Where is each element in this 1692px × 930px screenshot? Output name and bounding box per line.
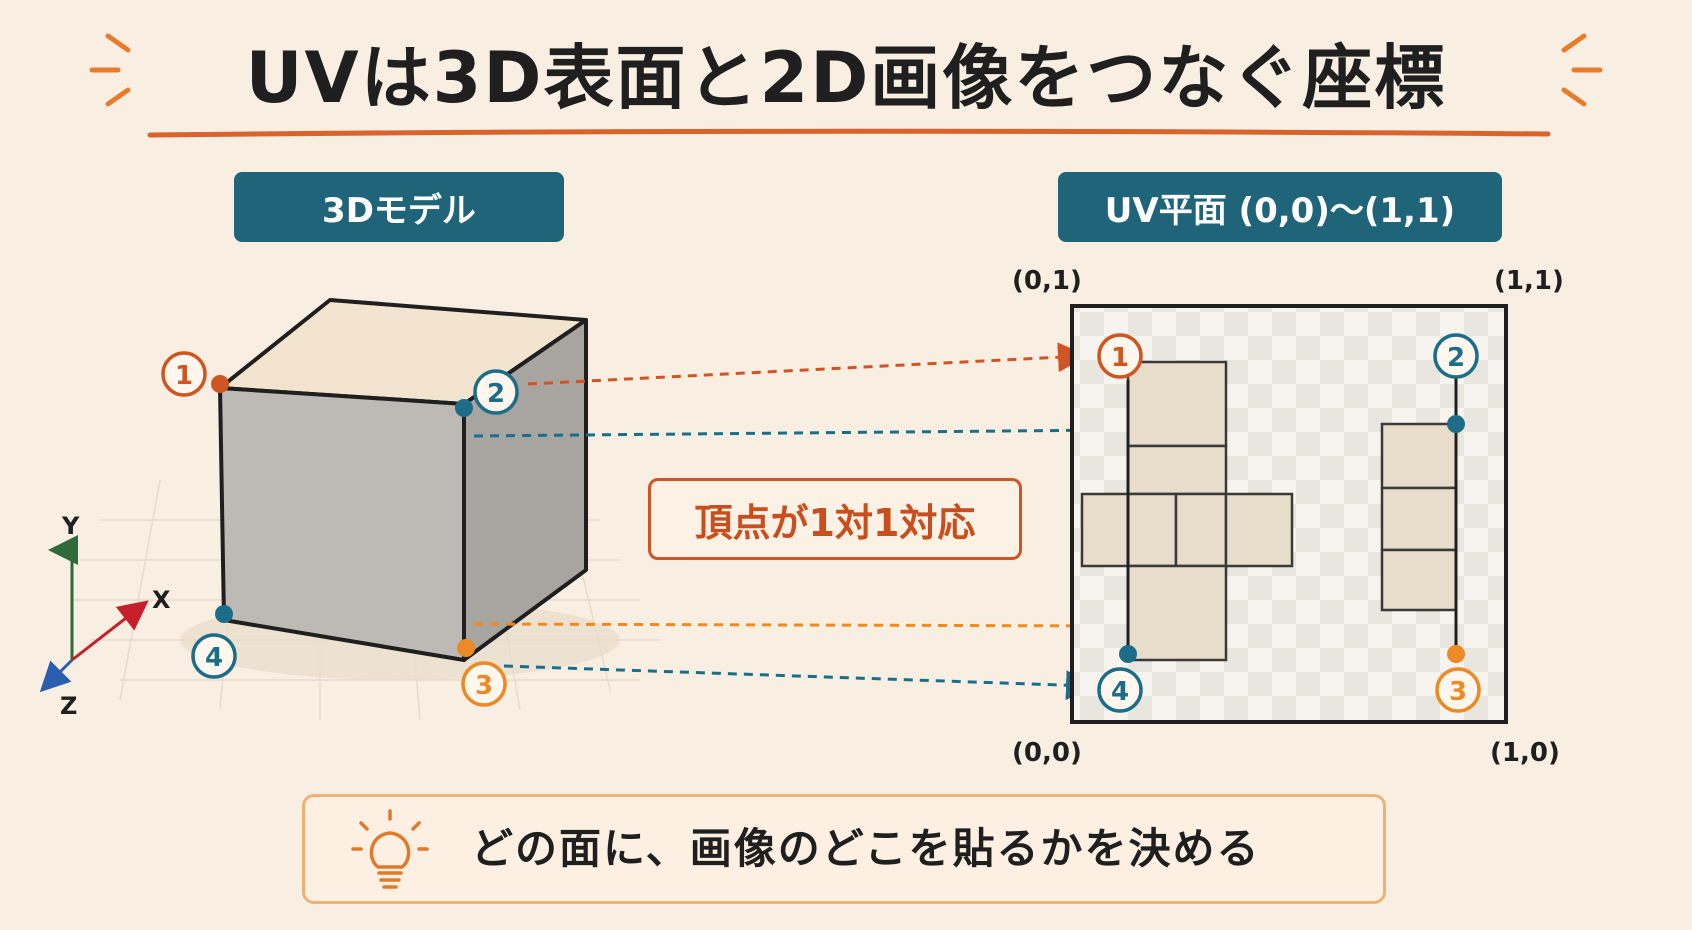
cube-vertex-2-dot (455, 399, 473, 417)
uv-vertex-2-dot (1447, 415, 1465, 433)
correspondence-label: 頂点が1対1対応 (648, 478, 1022, 560)
cube-marker-2: 2 (473, 369, 519, 415)
lightbulb-icon (351, 809, 429, 889)
axis-x (71, 600, 149, 662)
cube (218, 298, 588, 662)
title-sparkle-left (89, 33, 131, 107)
arrow-4 (503, 664, 1096, 701)
svg-text:2: 2 (1447, 343, 1465, 373)
uv-marker-2: 2 (1433, 333, 1479, 379)
cube-marker-4: 4 (191, 633, 237, 679)
arrow-1 (527, 342, 1088, 386)
axis-z-label: Z (60, 692, 78, 720)
cube-vertex-3-dot (457, 639, 475, 657)
title-sparkle-right (1561, 33, 1603, 107)
footer-text: どの面に、画像のどこを貼るかを決める (471, 824, 1261, 873)
label-uv-plane: UV平面 (0,0)〜(1,1) (1058, 172, 1502, 242)
axis-z (39, 658, 74, 693)
uv-marker-1: 1 (1097, 333, 1143, 379)
uv-vertex-4-dot (1119, 645, 1137, 663)
axis-gizmo (39, 535, 149, 693)
label-3d-model: 3Dモデル (234, 172, 564, 242)
uv-corner-top-left: (0,1) (1012, 266, 1082, 296)
vertex-dots (211, 375, 1465, 663)
uv-strip-layout (1380, 422, 1458, 612)
cube-vertex-4-dot (215, 605, 233, 623)
axis-y-label: Y (62, 512, 80, 540)
axis-x-label: X (152, 586, 171, 614)
uv-corner-bottom-left: (0,0) (1012, 738, 1082, 768)
uv-corner-top-right: (1,1) (1494, 266, 1564, 296)
uv-marker-4: 4 (1097, 667, 1143, 713)
uv-vertex-3-dot (1447, 645, 1465, 663)
connector-arrows (473, 342, 1116, 701)
svg-text:3: 3 (475, 671, 493, 701)
uv-marker-3: 3 (1435, 667, 1481, 713)
cube-front-face (218, 386, 466, 662)
svg-text:1: 1 (175, 361, 193, 391)
arrow-3 (473, 610, 1116, 641)
svg-text:3: 3 (1449, 677, 1467, 707)
cube-vertex-1-dot (211, 375, 229, 393)
svg-text:1: 1 (1111, 343, 1129, 373)
svg-text:4: 4 (205, 643, 223, 673)
cube-marker-3: 3 (461, 661, 507, 707)
cube-marker-1: 1 (161, 351, 207, 397)
svg-text:4: 4 (1111, 677, 1129, 707)
svg-text:2: 2 (487, 379, 505, 409)
arrow-2 (473, 415, 1116, 446)
page-title: UVは3D表面と2D画像をつなぐ座標 (245, 37, 1447, 119)
uv-corner-bottom-right: (1,0) (1490, 738, 1560, 768)
footer-tip: どの面に、画像のどこを貼るかを決める (302, 794, 1386, 904)
title-underline (147, 128, 1551, 138)
